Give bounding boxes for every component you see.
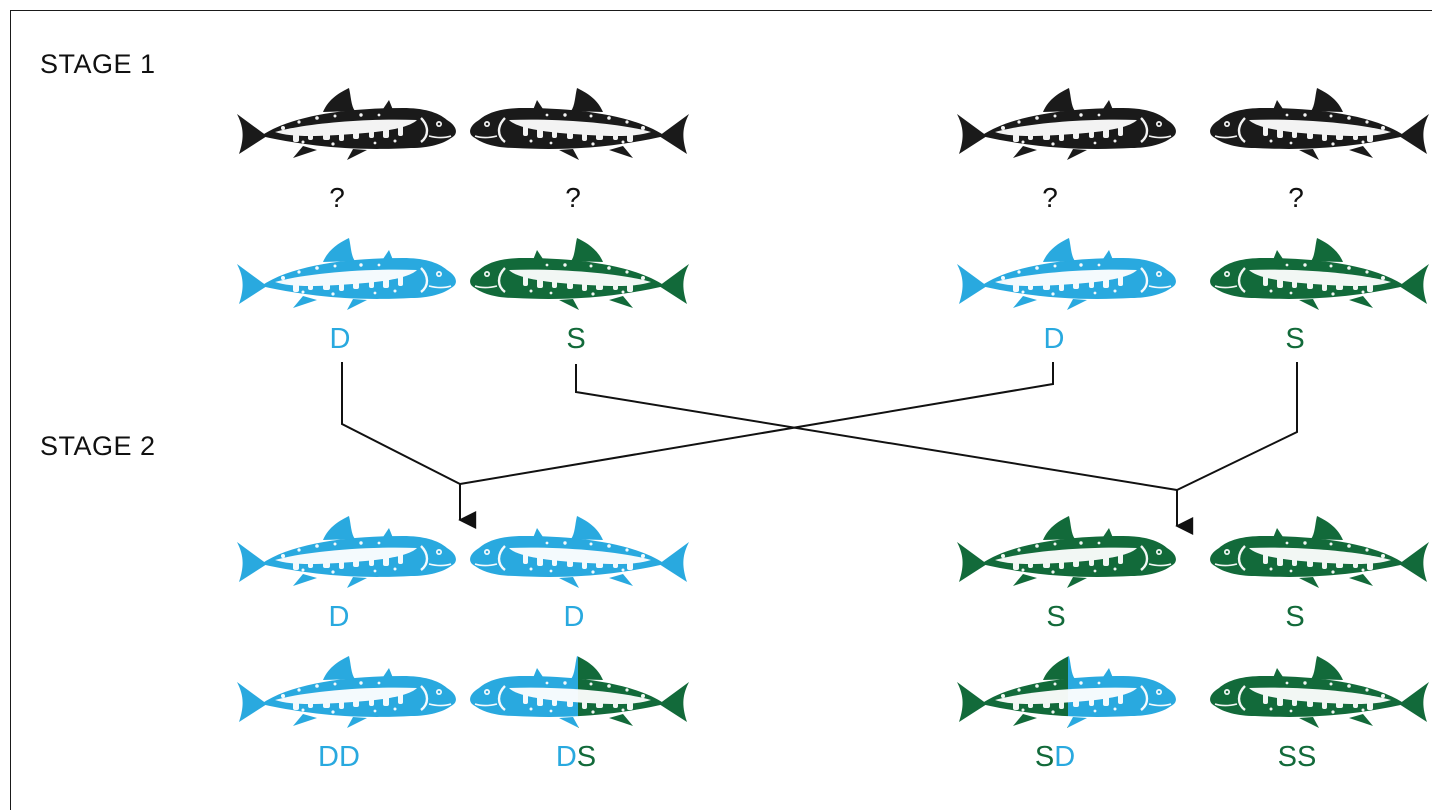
stage1-fish-d-2 xyxy=(955,236,1178,312)
stage2-fish-sd xyxy=(955,654,1178,730)
stage2-fish-ss xyxy=(1208,654,1431,730)
unknown-mark-1: ? xyxy=(329,182,345,213)
stage1-label-2: S xyxy=(566,323,586,355)
unknown-mark-2: ? xyxy=(565,182,581,213)
stage-2-title: STAGE 2 xyxy=(40,431,156,461)
stage1-fish-unknown-4 xyxy=(1208,86,1431,162)
stage2-row1-label-4: S xyxy=(1285,601,1305,633)
stage1-label-3: D xyxy=(1043,323,1065,355)
stage2-row1-label-1: D xyxy=(328,601,350,633)
stage2-fish-s-1 xyxy=(955,514,1178,590)
stage2-fish-dd xyxy=(235,654,458,730)
stage2-row1-label-2: D xyxy=(563,601,585,633)
label-part: D xyxy=(1054,741,1076,773)
stage2-row2-label-3: SD xyxy=(1035,743,1075,772)
label-part: DD xyxy=(318,741,360,773)
stage1-fish-unknown-2 xyxy=(468,86,691,162)
stage2-row1-label-3: S xyxy=(1046,601,1066,633)
label-part: D xyxy=(555,741,577,773)
label-part: S xyxy=(576,741,597,773)
stage2-row2-label-2: DS xyxy=(556,743,596,772)
stage1-label-4: S xyxy=(1285,323,1305,355)
stage1-label-1: D xyxy=(329,323,351,355)
stage2-fish-d-2 xyxy=(468,514,691,590)
stage1-fish-unknown-1 xyxy=(235,86,458,162)
stage2-fish-ds xyxy=(468,654,691,730)
label-part: SS xyxy=(1277,741,1317,773)
label-part: S xyxy=(1034,741,1055,773)
unknown-mark-3: ? xyxy=(1042,182,1058,213)
stage1-fish-s-1 xyxy=(468,236,691,312)
stage2-fish-s-2 xyxy=(1208,514,1431,590)
stage2-row2-label-4: SS xyxy=(1278,743,1317,772)
unknown-mark-4: ? xyxy=(1288,182,1304,213)
stage2-fish-d-1 xyxy=(235,514,458,590)
stage1-fish-unknown-3 xyxy=(955,86,1178,162)
stage-1-title: STAGE 1 xyxy=(40,49,156,79)
stage1-fish-d-1 xyxy=(235,236,458,312)
stage1-fish-s-2 xyxy=(1208,236,1431,312)
diagram-frame xyxy=(10,10,1432,810)
stage2-row2-label-1: DD xyxy=(318,743,360,772)
